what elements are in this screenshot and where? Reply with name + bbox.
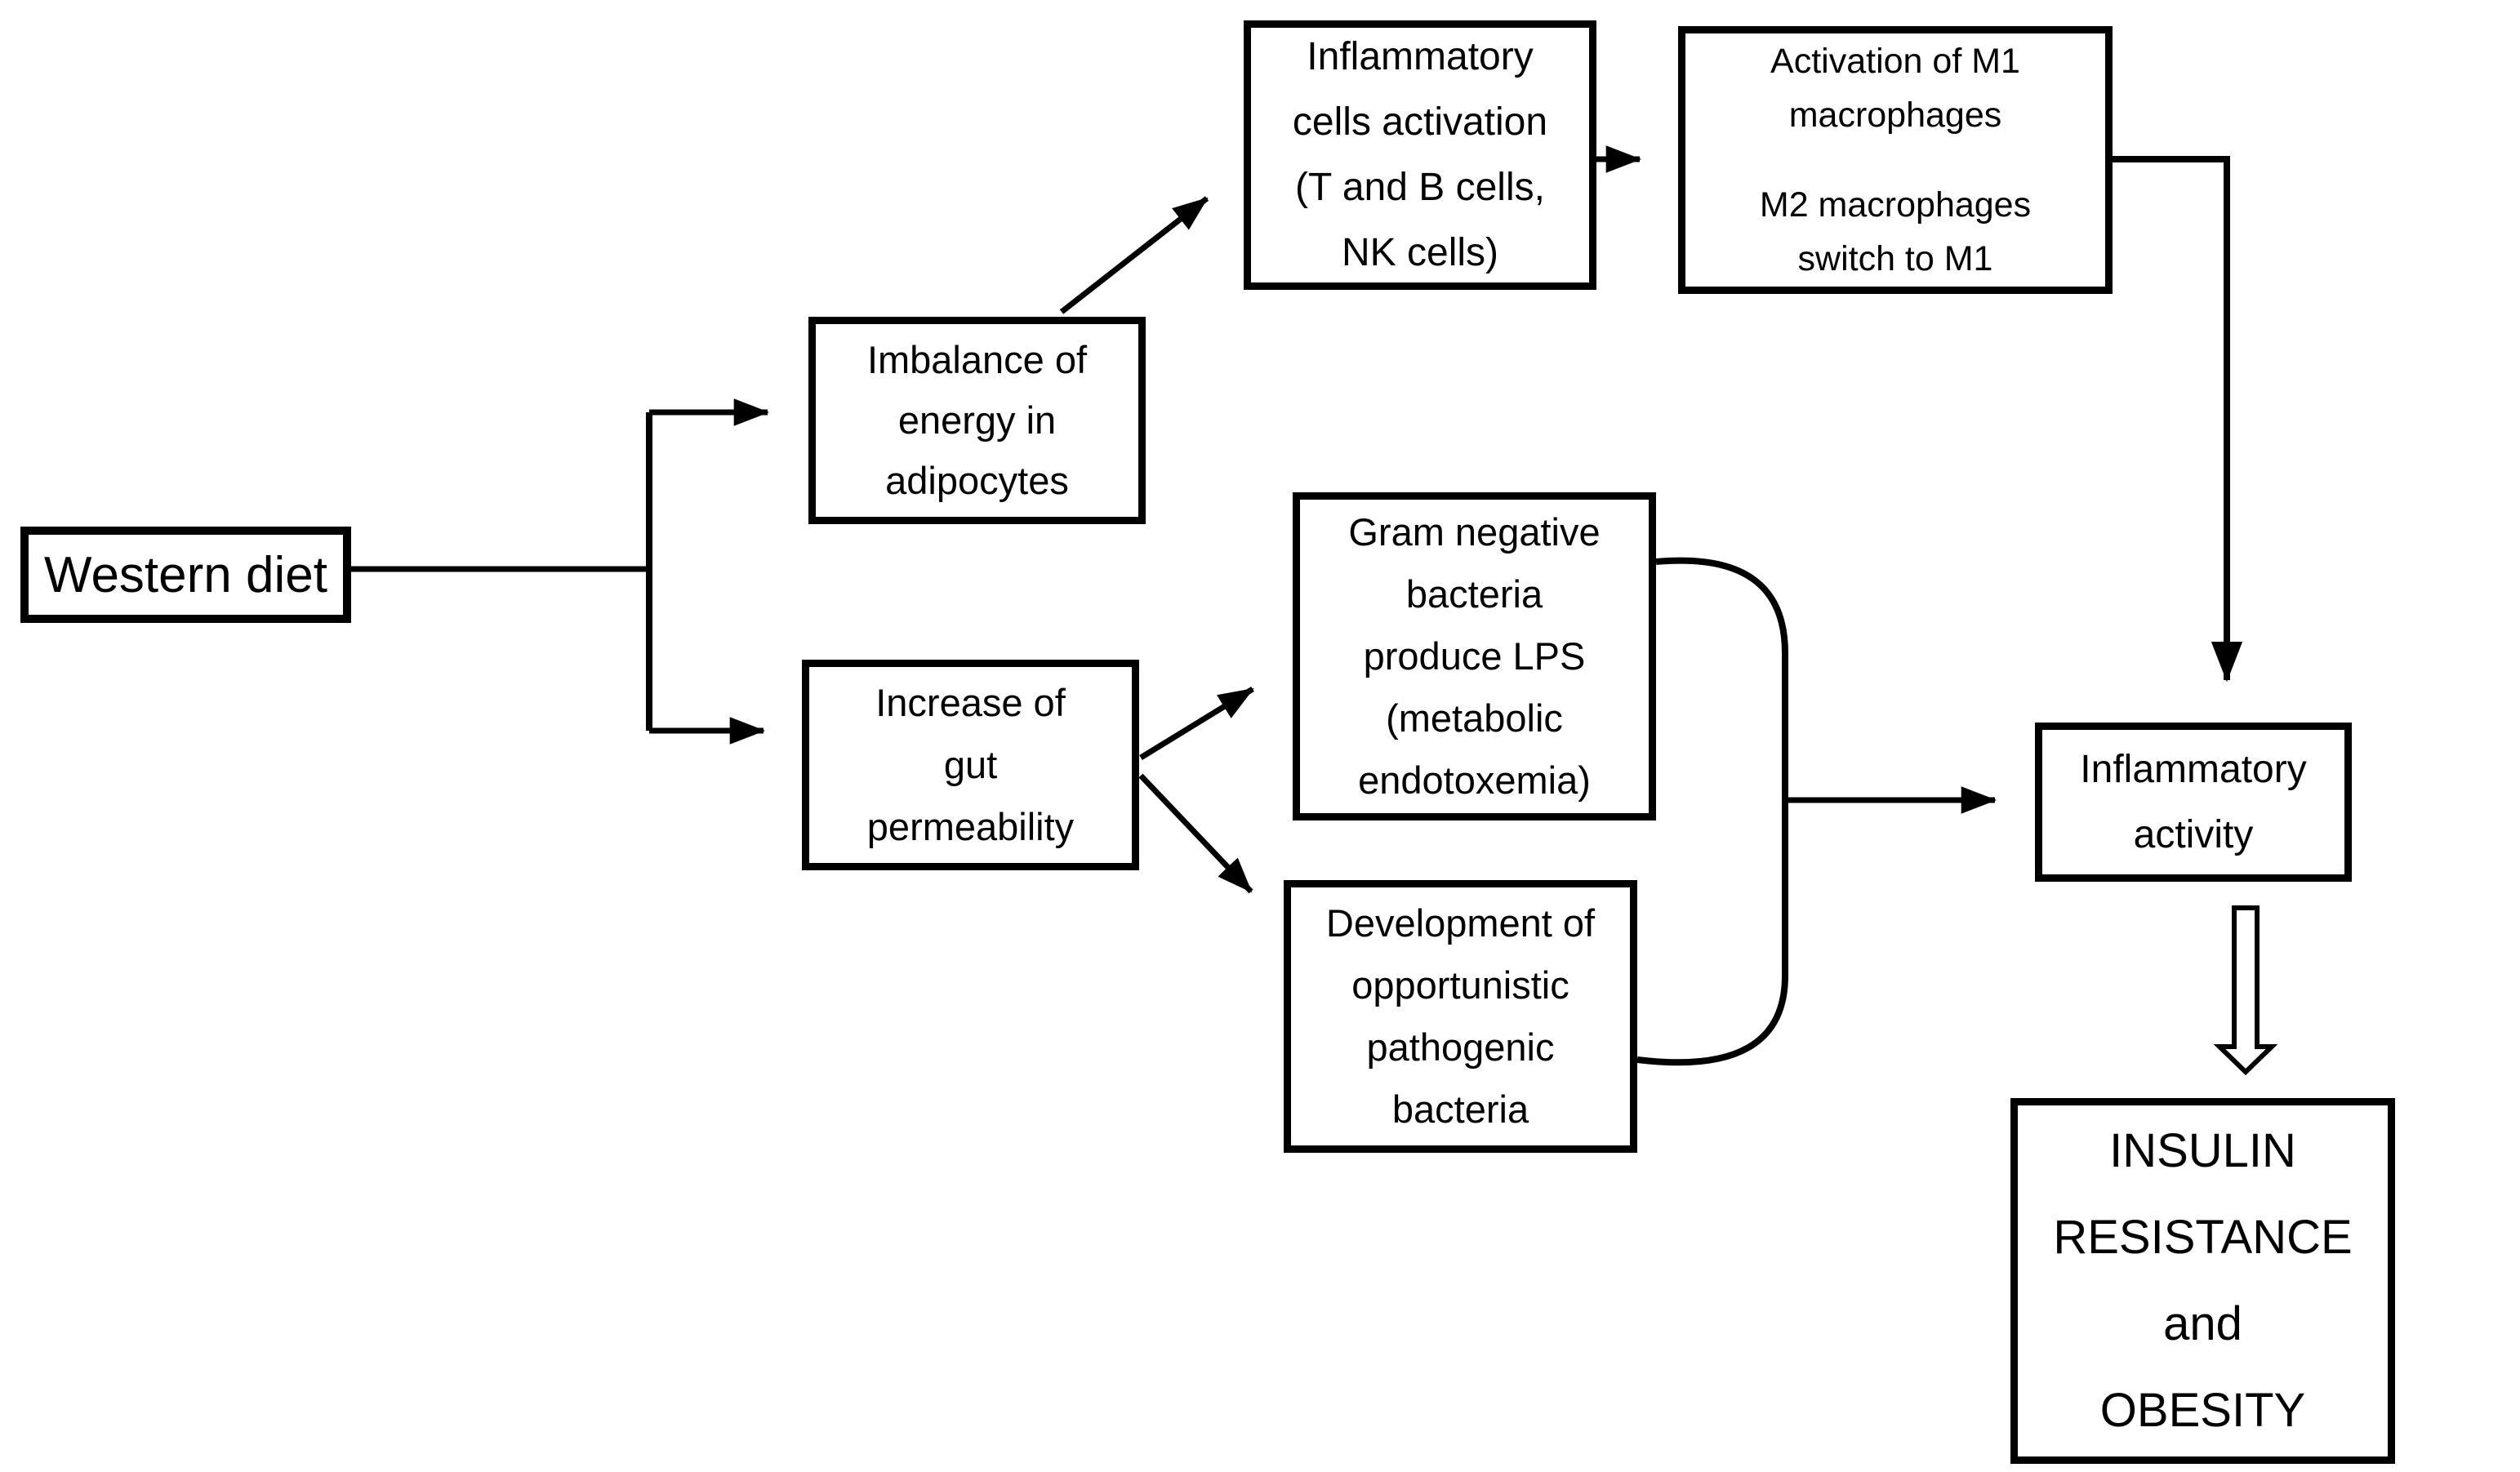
node-label-line: (metabolic <box>1386 696 1563 740</box>
node-label-line: NK cells) <box>1341 231 1499 274</box>
node-label-line: Development of <box>1325 901 1596 945</box>
node-insulin-resistance-obesity: INSULIN RESISTANCE and OBESITY <box>2010 1098 2395 1464</box>
arrow-gut-to-gram <box>1139 687 1254 760</box>
node-label-line: energy in <box>897 398 1057 442</box>
node-label-line: Increase of <box>875 681 1066 724</box>
node-inflammatory-activity: Inflammatory activity <box>2035 723 2352 882</box>
node-opportunistic-bacteria: Development of opportunistic pathogenic … <box>1284 880 1637 1153</box>
arrow-imbalance-to-cells <box>1059 196 1209 314</box>
node-label-line: permeability <box>866 805 1075 848</box>
node-label-line: Inflammatory <box>1307 35 1534 78</box>
node-gram-negative-lps: Gram negative bacteria produce LPS (meta… <box>1293 492 1656 820</box>
node-label-line: Gram negative <box>1348 510 1601 554</box>
node-inflammatory-cells-activation: Inflammatory cells activation (T and B c… <box>1244 20 1596 290</box>
node-label-line: M2 macrophages <box>1759 185 2032 225</box>
arrow-macrophages-to-activity <box>2113 156 2243 683</box>
hollow-arrow-activity-to-outcome <box>2213 905 2278 1076</box>
node-label-line: Inflammatory <box>2080 747 2307 791</box>
node-label-line: (T and B cells, <box>1295 166 1545 209</box>
brace-bacteria-group <box>1636 557 1788 1066</box>
node-label-line: Western diet <box>44 546 327 603</box>
node-label-line: Imbalance of <box>866 338 1088 381</box>
node-label-line: bacteria <box>1391 1087 1529 1131</box>
node-label-line: pathogenic <box>1366 1025 1555 1069</box>
node-label-line: RESISTANCE <box>2053 1211 2353 1264</box>
node-label-line: activity <box>2133 812 2254 856</box>
node-label-line: and <box>2163 1297 2242 1350</box>
node-m1-macrophages: Activation of M1 macrophages M2 macropha… <box>1678 26 2113 294</box>
node-western-diet: Western diet <box>20 527 351 623</box>
node-label-line: adipocytes <box>885 459 1069 502</box>
node-label-line: macrophages <box>1788 96 2002 135</box>
node-label-line: INSULIN <box>2109 1124 2296 1177</box>
node-label-line: Activation of M1 <box>1770 42 2020 81</box>
node-label-line: endotoxemia) <box>1358 758 1591 802</box>
node-gut-permeability: Increase of gut permeability <box>802 660 1139 870</box>
node-label-line: bacteria <box>1405 572 1543 616</box>
node-label-line: opportunistic <box>1351 963 1569 1007</box>
node-label-line: produce LPS <box>1363 634 1586 678</box>
arrow-gut-to-opportunistic <box>1138 773 1253 894</box>
node-label-line: gut <box>943 743 998 786</box>
node-imbalance-energy-adipocytes: Imbalance of energy in adipocytes <box>808 317 1146 524</box>
node-label-line: OBESITY <box>2099 1384 2306 1437</box>
node-label-line: switch to M1 <box>1797 239 1993 278</box>
node-label-line: cells activation <box>1292 100 1548 144</box>
